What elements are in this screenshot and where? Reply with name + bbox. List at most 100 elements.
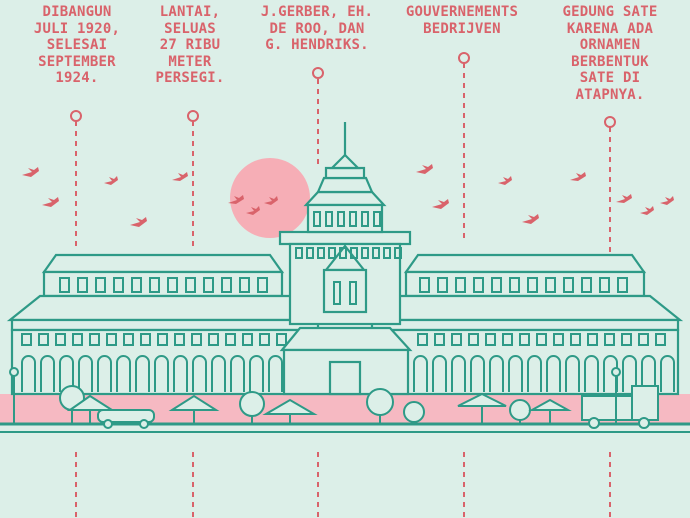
arch bbox=[432, 355, 447, 392]
pointer-dots bbox=[70, 52, 616, 128]
arch bbox=[622, 355, 637, 392]
window bbox=[502, 333, 513, 346]
arch bbox=[641, 355, 656, 392]
window bbox=[55, 333, 66, 346]
window bbox=[208, 333, 219, 346]
caption-gouvernements-bedrijven: GOUVERNEMENTS BEDRIJVEN bbox=[405, 4, 519, 37]
window bbox=[361, 211, 369, 227]
window bbox=[72, 333, 83, 346]
window bbox=[604, 333, 615, 346]
arch bbox=[173, 355, 188, 392]
window bbox=[276, 333, 287, 346]
window bbox=[257, 277, 268, 293]
window bbox=[491, 277, 502, 293]
window bbox=[317, 247, 325, 259]
window bbox=[563, 277, 574, 293]
window bbox=[185, 277, 196, 293]
arch bbox=[546, 355, 561, 392]
window bbox=[617, 277, 628, 293]
window bbox=[545, 277, 556, 293]
window bbox=[203, 277, 214, 293]
caption-construction-date: DIBANGUN JULI 1920, SELESAI SEPTEMBER 19… bbox=[33, 4, 121, 86]
arch bbox=[489, 355, 504, 392]
caption-sate-ornament: GEDUNG SATE KARENA ADA ORNAMEN BERBENTUK… bbox=[562, 4, 658, 103]
window bbox=[655, 333, 666, 346]
birds bbox=[22, 164, 674, 227]
window bbox=[59, 277, 70, 293]
window bbox=[621, 333, 632, 346]
window bbox=[339, 247, 347, 259]
window bbox=[113, 277, 124, 293]
window bbox=[325, 211, 333, 227]
arch bbox=[135, 355, 150, 392]
window bbox=[372, 247, 380, 259]
arch bbox=[116, 355, 131, 392]
window bbox=[373, 211, 381, 227]
window bbox=[313, 211, 321, 227]
caption-architects: J.GERBER, EH. DE ROO, DAN G. HENDRIKS. bbox=[260, 4, 374, 53]
arch bbox=[97, 355, 112, 392]
arch bbox=[192, 355, 207, 392]
window bbox=[468, 333, 479, 346]
window bbox=[570, 333, 581, 346]
window bbox=[587, 333, 598, 346]
arch bbox=[527, 355, 542, 392]
window bbox=[536, 333, 547, 346]
arch bbox=[451, 355, 466, 392]
window bbox=[174, 333, 185, 346]
window bbox=[77, 277, 88, 293]
window bbox=[455, 277, 466, 293]
window bbox=[333, 281, 341, 305]
window bbox=[599, 277, 610, 293]
window bbox=[328, 247, 336, 259]
window bbox=[259, 333, 270, 346]
window bbox=[350, 247, 358, 259]
window bbox=[519, 333, 530, 346]
pointer-lines bbox=[75, 63, 611, 518]
window bbox=[417, 333, 428, 346]
arch bbox=[268, 355, 283, 392]
window bbox=[349, 211, 357, 227]
arch bbox=[59, 355, 74, 392]
arch bbox=[249, 355, 264, 392]
window bbox=[123, 333, 134, 346]
window bbox=[221, 277, 232, 293]
window bbox=[140, 333, 151, 346]
foreground-props bbox=[9, 367, 659, 429]
window bbox=[419, 277, 430, 293]
arch bbox=[78, 355, 93, 392]
window bbox=[638, 333, 649, 346]
window bbox=[509, 277, 520, 293]
window bbox=[157, 333, 168, 346]
arch bbox=[154, 355, 169, 392]
window bbox=[225, 333, 236, 346]
window bbox=[306, 247, 314, 259]
window bbox=[383, 247, 391, 259]
window bbox=[295, 247, 303, 259]
window bbox=[89, 333, 100, 346]
arch bbox=[230, 355, 245, 392]
arch bbox=[413, 355, 428, 392]
arch bbox=[211, 355, 226, 392]
arch bbox=[660, 355, 675, 392]
window bbox=[167, 277, 178, 293]
window bbox=[95, 277, 106, 293]
window bbox=[21, 333, 32, 346]
window bbox=[242, 333, 253, 346]
window bbox=[361, 247, 369, 259]
window bbox=[239, 277, 250, 293]
window bbox=[527, 277, 538, 293]
window bbox=[473, 277, 484, 293]
arch bbox=[603, 355, 618, 392]
window bbox=[451, 333, 462, 346]
window bbox=[485, 333, 496, 346]
arch bbox=[470, 355, 485, 392]
arch bbox=[565, 355, 580, 392]
window bbox=[553, 333, 564, 346]
window bbox=[581, 277, 592, 293]
window bbox=[106, 333, 117, 346]
window bbox=[437, 277, 448, 293]
window bbox=[337, 211, 345, 227]
arch bbox=[21, 355, 36, 392]
window bbox=[38, 333, 49, 346]
